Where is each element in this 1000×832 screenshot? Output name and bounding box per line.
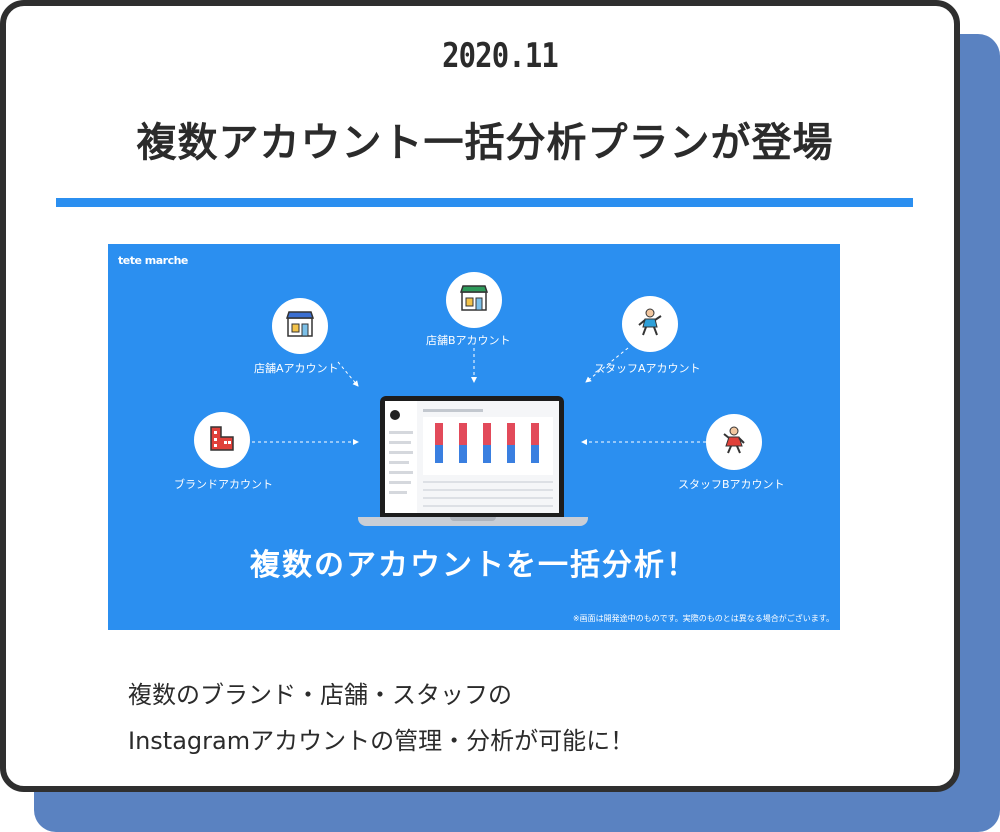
feature-banner-image: tete marche 店舗Aアカウント xyxy=(108,244,840,630)
connection-arrows xyxy=(252,347,706,445)
brand-node xyxy=(194,412,250,468)
staff-icon xyxy=(719,425,749,459)
shop-icon xyxy=(285,310,315,342)
brand-building-icon xyxy=(207,423,237,457)
shop-a-node xyxy=(272,298,328,354)
brand-label: ブランドアカウント xyxy=(174,478,273,491)
laptop-notch xyxy=(450,517,496,521)
shop-b-node xyxy=(446,272,502,328)
tete-marche-logo: tete marche xyxy=(118,254,188,267)
announcement-date: 2020.11 xyxy=(442,36,559,76)
dashboard-screen xyxy=(385,401,559,513)
dashboard-chart xyxy=(385,401,553,513)
laptop-screen-frame xyxy=(380,396,564,518)
banner-headline: 複数のアカウントを一括分析！ xyxy=(250,548,698,583)
description-line-2: Instagramアカウントの管理・分析が可能に！ xyxy=(128,727,635,755)
banner-disclaimer: ※画面は開発途中のものです。実際のものとは異なる場合がございます。 xyxy=(572,614,834,623)
staff-b-label: スタッフBアカウント xyxy=(678,478,785,491)
laptop-dashboard-mockup xyxy=(358,396,588,526)
staff-a-label: スタッフAアカウント xyxy=(594,362,701,375)
staff-icon xyxy=(635,307,665,341)
staff-b-node xyxy=(706,414,762,470)
announcement-title: 複数アカウント一括分析プランが登場 xyxy=(136,120,834,166)
description: 複数のブランド・店舗・スタッフの Instagramアカウントの管理・分析が可能… xyxy=(128,672,634,764)
shop-a-label: 店舗Aアカウント xyxy=(254,362,339,375)
laptop-base xyxy=(358,517,588,526)
title-underline xyxy=(56,198,913,207)
staff-a-node xyxy=(622,296,678,352)
shop-b-label: 店舗Bアカウント xyxy=(426,334,511,347)
description-line-1: 複数のブランド・店舗・スタッフの xyxy=(128,681,512,709)
shop-icon xyxy=(459,284,489,316)
